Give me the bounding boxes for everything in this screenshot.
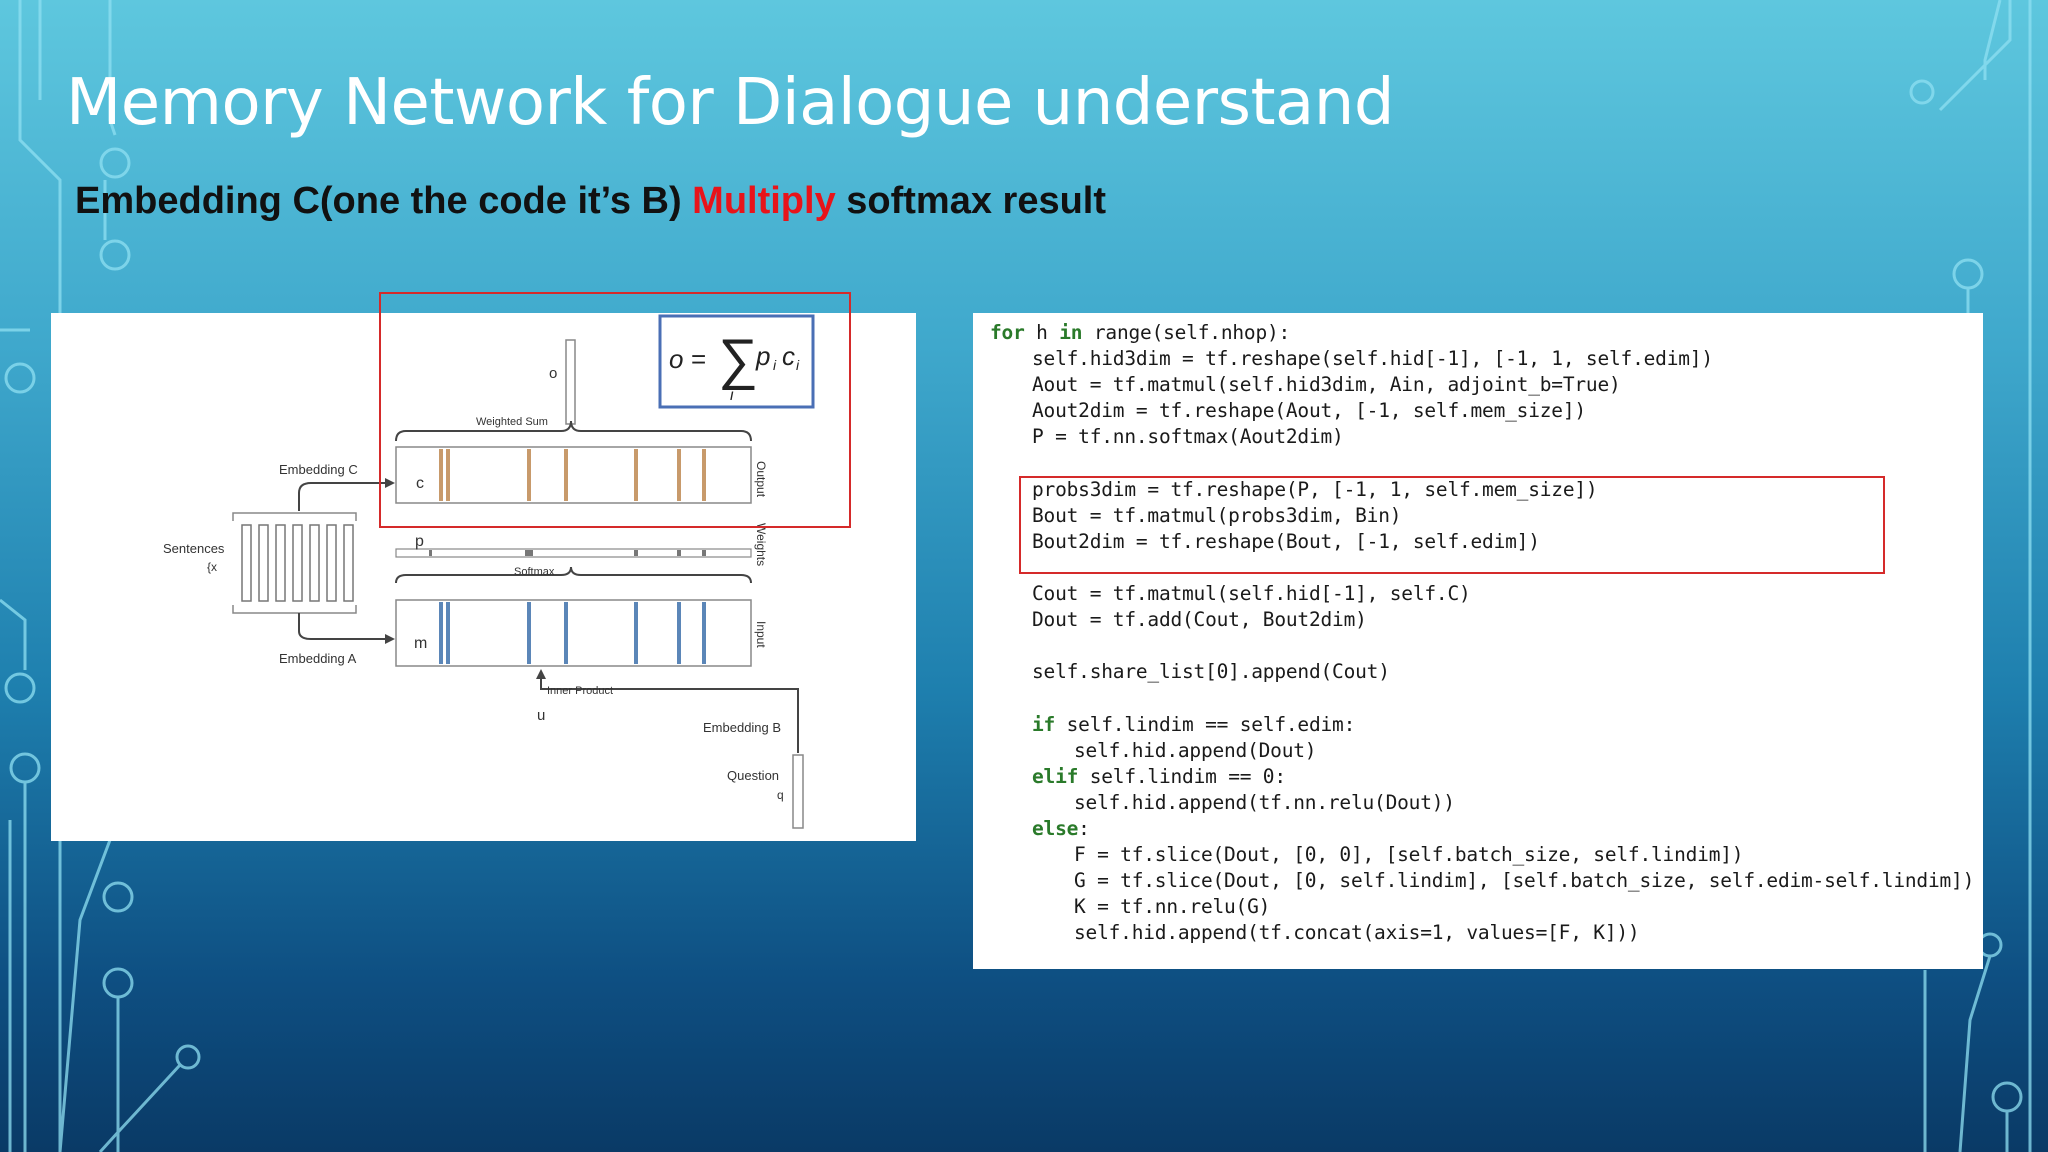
subtitle-highlight: Multiply: [692, 180, 836, 222]
code-keyword: elif: [1032, 764, 1079, 788]
formula-box: [658, 314, 815, 409]
code-line: self.hid.append(Dout): [1074, 738, 1317, 762]
label-inner-product: Inner Product: [547, 685, 613, 697]
code-panel: for h in range(self.nhop):self.hid3dim =…: [973, 313, 1983, 969]
code-text: self.lindim == 0:: [1078, 764, 1286, 788]
formula-p: p: [755, 341, 770, 371]
code-text: range(self.nhop):: [1082, 321, 1291, 344]
label-weights: Weights: [754, 523, 768, 566]
code-line: self.hid3dim = tf.reshape(self.hid[-1], …: [1032, 347, 1713, 371]
formula-c: c: [782, 341, 795, 371]
subtitle-text-1: Embedding C(one the code it’s B): [75, 180, 693, 222]
code-highlight-box: [1019, 476, 1885, 574]
code-line: Cout = tf.matmul(self.hid[-1], self.C): [1032, 582, 1471, 605]
code-line: else:: [1032, 816, 1090, 842]
slide-title: Memory Network for Dialogue understand: [66, 66, 1394, 140]
label-embedding-b: Embedding B: [703, 720, 781, 735]
label-sentences: Sentences: [163, 541, 225, 556]
sentence-vectors: [241, 524, 354, 602]
label-pi: p: [415, 533, 424, 550]
svg-text:i: i: [773, 357, 777, 373]
code-line: K = tf.nn.relu(G): [1074, 895, 1271, 919]
formula-sub: i: [730, 387, 734, 404]
memory-network-diagram: o = ∑ i p i c i o Weighted Sum c Output …: [51, 313, 916, 841]
diagram-svg: o = ∑ i p i c i o Weighted Sum c Output …: [163, 314, 815, 829]
code-line: F = tf.slice(Dout, [0, 0], [self.batch_s…: [1074, 843, 1744, 866]
label-embedding-c: Embedding C: [279, 462, 358, 477]
label-question: Question: [727, 768, 779, 783]
slide-subtitle: Embedding C(one the code it’s B) Multipl…: [75, 180, 1106, 223]
code-line: Dout = tf.add(Cout, Bout2dim): [1032, 608, 1367, 632]
label-mi: m: [414, 635, 427, 652]
code-line: Bout2dim = tf.reshape(Bout, [-1, self.ed…: [1032, 529, 1540, 553]
code-text: h: [1024, 321, 1060, 344]
label-ci: c: [416, 475, 424, 492]
code-keyword: if: [1032, 712, 1056, 736]
code-line: self.hid.append(tf.concat(axis=1, values…: [1074, 921, 1640, 945]
code-line: self.hid.append(tf.nn.relu(Dout)): [1074, 790, 1455, 814]
code-keyword: else: [1032, 816, 1079, 840]
code-line: G = tf.slice(Dout, [0, self.lindim], [se…: [1074, 869, 1975, 893]
formula-lhs: o =: [669, 344, 706, 374]
label-q: q: [777, 788, 784, 802]
code-keyword: for: [990, 321, 1025, 344]
diagram-highlight-box: [379, 292, 851, 528]
label-weighted-sum: Weighted Sum: [476, 416, 548, 428]
question-vector: [792, 754, 804, 829]
code-line: elif self.lindim == 0:: [1032, 764, 1286, 790]
code-line: probs3dim = tf.reshape(P, [-1, 1, self.m…: [1032, 477, 1598, 501]
subtitle-text-2: softmax result: [835, 180, 1107, 222]
code-line: if self.lindim == self.edim:: [1032, 712, 1355, 738]
label-input: Input: [754, 621, 768, 648]
code-line: Aout2dim = tf.reshape(Aout, [-1, self.me…: [1032, 399, 1586, 423]
label-softmax: Softmax: [514, 566, 555, 578]
code-text: self.lindim == self.edim:: [1055, 712, 1356, 736]
svg-text:i: i: [796, 357, 800, 373]
label-sentences-sub: {x: [207, 560, 217, 574]
code-line: self.share_list[0].append(Cout): [1032, 660, 1390, 684]
code-line: Aout = tf.matmul(self.hid3dim, Ain, adjo…: [1032, 373, 1621, 397]
code-line: for h in range(self.nhop):: [990, 320, 1290, 346]
code-line: P = tf.nn.softmax(Aout2dim): [1032, 425, 1344, 449]
label-u: u: [537, 707, 545, 724]
code-keyword: in: [1059, 321, 1083, 344]
code-line: Bout = tf.matmul(probs3dim, Bin): [1032, 503, 1402, 527]
weights-bar: [395, 548, 752, 558]
output-memory-bank: [395, 446, 752, 504]
label-output: Output: [754, 461, 768, 498]
code-text: :: [1078, 816, 1090, 840]
formula-sum: ∑: [718, 327, 758, 390]
input-memory-bank: [395, 599, 752, 667]
label-o: o: [549, 365, 557, 382]
label-embedding-a: Embedding A: [279, 651, 357, 666]
